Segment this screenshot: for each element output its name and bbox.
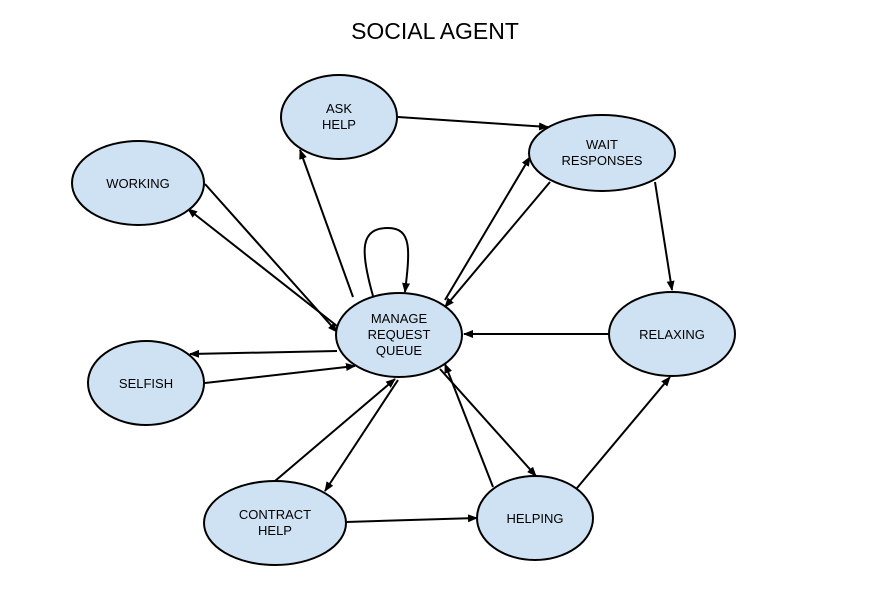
edge-wait-responses-to-manage-queue — [444, 181, 551, 308]
edge-ask-help-to-wait-responses — [397, 116, 549, 131]
edge-manage-queue-to-contract-help — [324, 379, 399, 492]
edges — [187, 116, 675, 523]
edge-working-to-manage-queue — [204, 183, 338, 333]
node-wait-responses-label-line1: WAIT — [586, 137, 618, 152]
node-ask-help[interactable]: ASK HELP — [280, 74, 398, 160]
edge-selfish-to-manage-queue — [204, 363, 356, 384]
node-relaxing-label: RELAXING — [639, 327, 705, 342]
node-ask-help-label-line2: HELP — [322, 117, 356, 132]
node-contract-help-label-line1: CONTRACT — [239, 507, 311, 522]
node-contract-help-label-line2: HELP — [258, 523, 292, 538]
node-wait-responses-label-line2: RESPONSES — [562, 153, 643, 168]
edge-manage-queue-to-working — [187, 208, 338, 327]
node-selfish[interactable]: SELFISH — [87, 340, 205, 426]
edge-helping-to-relaxing — [576, 376, 671, 489]
node-working-label: WORKING — [106, 176, 170, 191]
edge-contract-help-to-manage-queue — [274, 378, 396, 482]
node-wait-responses[interactable]: WAIT RESPONSES — [528, 114, 676, 192]
node-relaxing[interactable]: RELAXING — [608, 291, 736, 377]
node-helping[interactable]: HELPING — [476, 475, 594, 561]
edge-manage-queue-to-wait-responses — [444, 156, 531, 301]
node-manage-request-queue-label-line1: MANAGE — [371, 311, 428, 326]
node-ask-help-label-line1: ASK — [326, 101, 352, 116]
edge-manage-queue-to-helping — [439, 368, 537, 477]
edge-manage-queue-to-selfish — [189, 349, 338, 358]
edge-manage-queue-to-ask-help — [299, 149, 354, 298]
edge-contract-help-to-helping — [345, 514, 478, 523]
node-manage-request-queue[interactable]: MANAGE REQUEST QUEUE — [335, 292, 463, 378]
edge-wait-responses-to-relaxing — [654, 181, 675, 291]
node-helping-label: HELPING — [506, 511, 563, 526]
node-manage-request-queue-label-line2: REQUEST — [368, 327, 431, 342]
nodes: ASK HELP WAIT RESPONSES WORKING MANAGE R… — [71, 74, 736, 566]
diagram-title: SOCIAL AGENT — [351, 18, 519, 44]
node-contract-help[interactable]: CONTRACT HELP — [203, 480, 347, 566]
node-manage-request-queue-label-line3: QUEUE — [376, 343, 423, 358]
node-selfish-label: SELFISH — [119, 376, 173, 391]
edge-manage-queue-self-loop — [363, 226, 411, 297]
node-working[interactable]: WORKING — [71, 140, 205, 226]
